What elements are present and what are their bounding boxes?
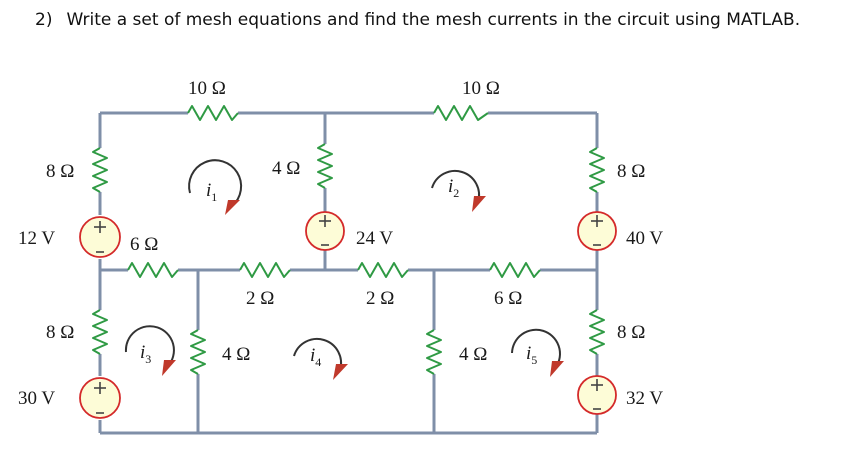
label-r-h-left: 6 Ω [130,234,158,255]
question-number: 2) [35,10,53,30]
resistor-mid-lower-b [426,329,442,375]
label-v-mid: 24 V [356,228,393,249]
current-label-1: i1 [206,180,217,204]
question-text-block: 2) Write a set of mesh equations and find… [35,10,800,30]
label-r-h-right: 6 Ω [494,288,522,309]
resistor-mid-lower-a [190,329,206,375]
resistor-mid-upper [317,143,333,189]
component-labels: 10 Ω 10 Ω 8 Ω 4 Ω 8 Ω 12 V 24 V 40 V 6 Ω… [18,78,663,409]
label-r-h-2a: 2 Ω [246,288,274,309]
mesh-current-arrows [124,159,564,380]
resistor-top-left [187,105,239,121]
resistor-top-right [433,105,489,121]
source-32v [577,375,617,415]
label-v-left-upper: 12 V [18,228,55,249]
source-12v [79,216,121,258]
resistor-left-lower [92,309,108,355]
resistor-h-right [489,262,541,278]
voltage-sources [79,211,617,419]
resistors [92,105,605,375]
label-r-right-upper: 8 Ω [617,161,645,182]
question-text: Write a set of mesh equations and find t… [66,10,801,30]
current-arrow-3 [124,325,176,376]
resistor-h-2b [357,262,409,278]
current-labels: i1 i2 i3 i4 i5 [140,176,537,369]
label-r-mid-upper: 4 Ω [272,158,300,179]
current-arrow-1 [188,159,243,215]
resistor-left-upper [92,147,108,193]
current-arrow-4 [293,337,348,380]
wires [98,111,599,435]
resistor-right-lower [589,309,605,355]
label-r-mid-lower-a: 4 Ω [222,344,250,365]
current-label-5: i5 [526,343,537,367]
label-r-left-lower: 8 Ω [46,322,74,343]
label-v-right-upper: 40 V [626,228,663,249]
label-r-right-lower: 8 Ω [617,322,645,343]
current-label-4: i4 [310,345,321,369]
source-30v [79,377,121,419]
label-r-top-right: 10 Ω [462,78,500,99]
source-24v [305,211,345,251]
label-r-top-left: 10 Ω [188,78,226,99]
resistor-right-upper [589,147,605,193]
current-label-2: i2 [448,176,459,200]
current-arrow-2 [431,169,486,212]
resistor-h-2a [239,262,291,278]
current-label-3: i3 [140,342,151,366]
source-40v [577,211,617,251]
label-v-left-lower: 30 V [18,388,55,409]
current-arrow-5 [511,328,564,377]
resistor-h-left [127,262,179,278]
label-r-h-2b: 2 Ω [366,288,394,309]
label-r-left-upper: 8 Ω [46,161,74,182]
label-r-mid-lower-b: 4 Ω [459,344,487,365]
label-v-right-lower: 32 V [626,388,663,409]
